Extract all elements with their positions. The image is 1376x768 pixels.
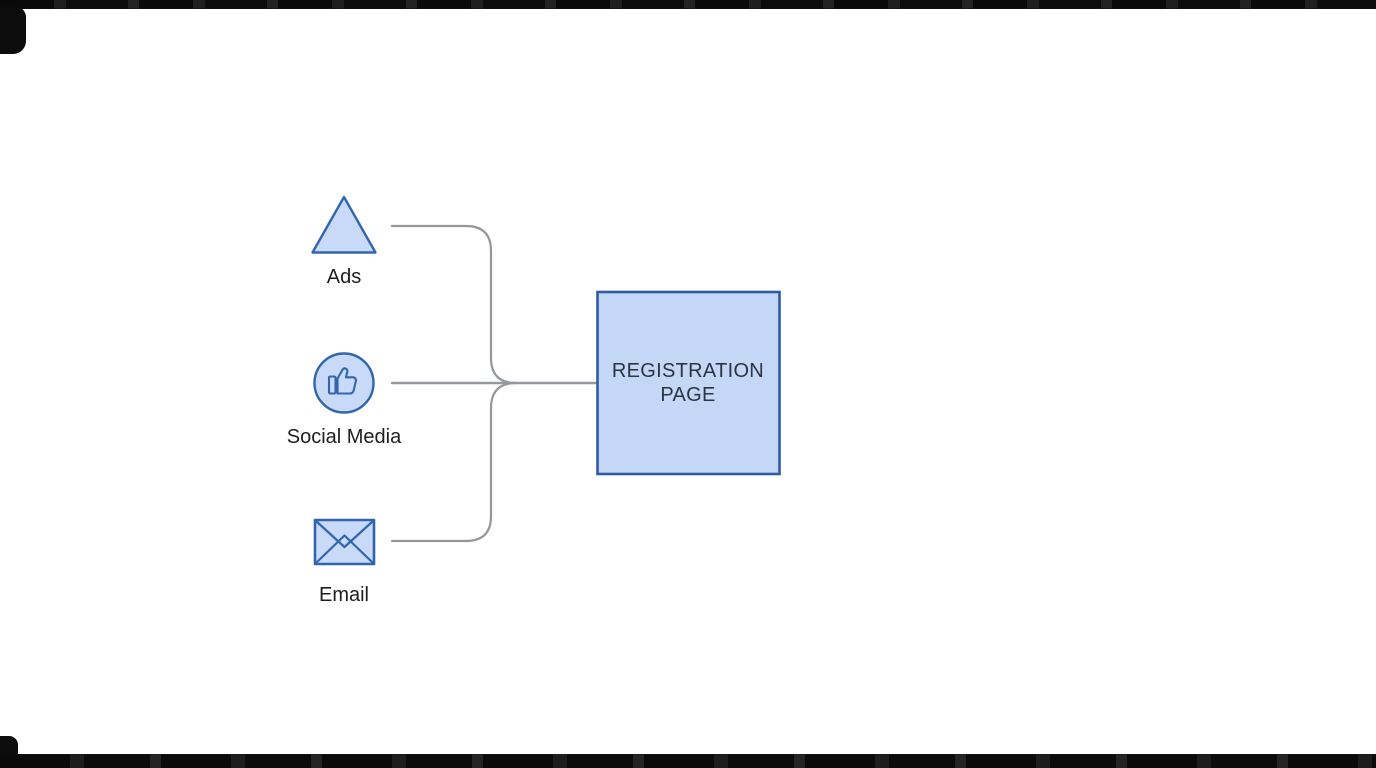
source-label-email: Email bbox=[318, 584, 369, 606]
registration-page-label: REGISTRATION PAGE bbox=[596, 291, 780, 475]
envelope-flap-line bbox=[315, 520, 374, 549]
registration-page-label-text: REGISTRATION PAGE bbox=[611, 360, 765, 406]
thumbs-up-icon bbox=[336, 367, 358, 395]
envelope-icon bbox=[313, 518, 376, 566]
connector-email-to-registration bbox=[390, 381, 518, 543]
film-edge-bottom-left bbox=[0, 736, 18, 756]
film-edge-top bbox=[0, 0, 1376, 9]
connector-ads-to-registration bbox=[390, 224, 518, 385]
source-label-ads: Ads bbox=[326, 266, 362, 288]
film-edge-top-left bbox=[0, 7, 26, 54]
triangle-icon bbox=[311, 195, 377, 254]
film-edge-bottom bbox=[0, 754, 1376, 768]
source-label-social-media: Social Media bbox=[286, 426, 402, 448]
thumbs-up-circle bbox=[313, 352, 375, 414]
thumbs-up-icon-cuff bbox=[327, 375, 337, 395]
envelope-back-line bbox=[315, 534, 374, 564]
registration-page-node bbox=[596, 290, 781, 476]
